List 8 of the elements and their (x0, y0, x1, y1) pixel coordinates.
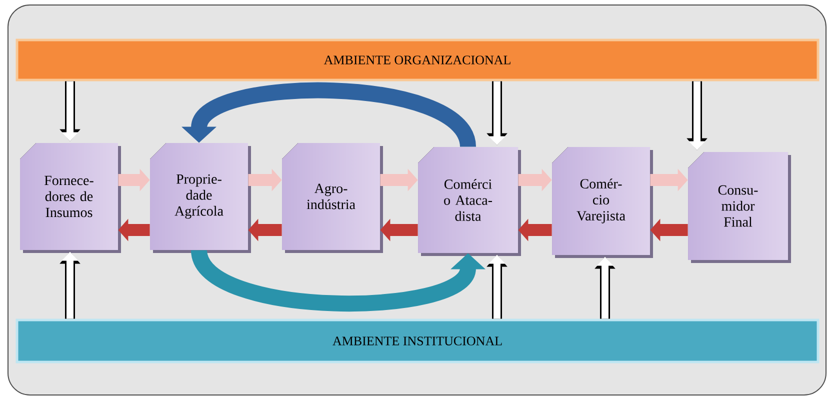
process-box: Comér- cio Varejista (552, 147, 654, 258)
process-box: Fornece- dores de Insumos (20, 143, 121, 253)
band: AMBIENTE ORGANIZACIONAL (16, 38, 820, 82)
process-box: Consu- midor Final (688, 152, 792, 263)
process-box: Agro- indústria (282, 143, 383, 253)
process-box: Proprie- dade Agrícola (150, 143, 251, 253)
band: AMBIENTE INSTITUCIONAL (16, 318, 820, 364)
process-box: Comérci o Ataca- dista (418, 147, 521, 256)
